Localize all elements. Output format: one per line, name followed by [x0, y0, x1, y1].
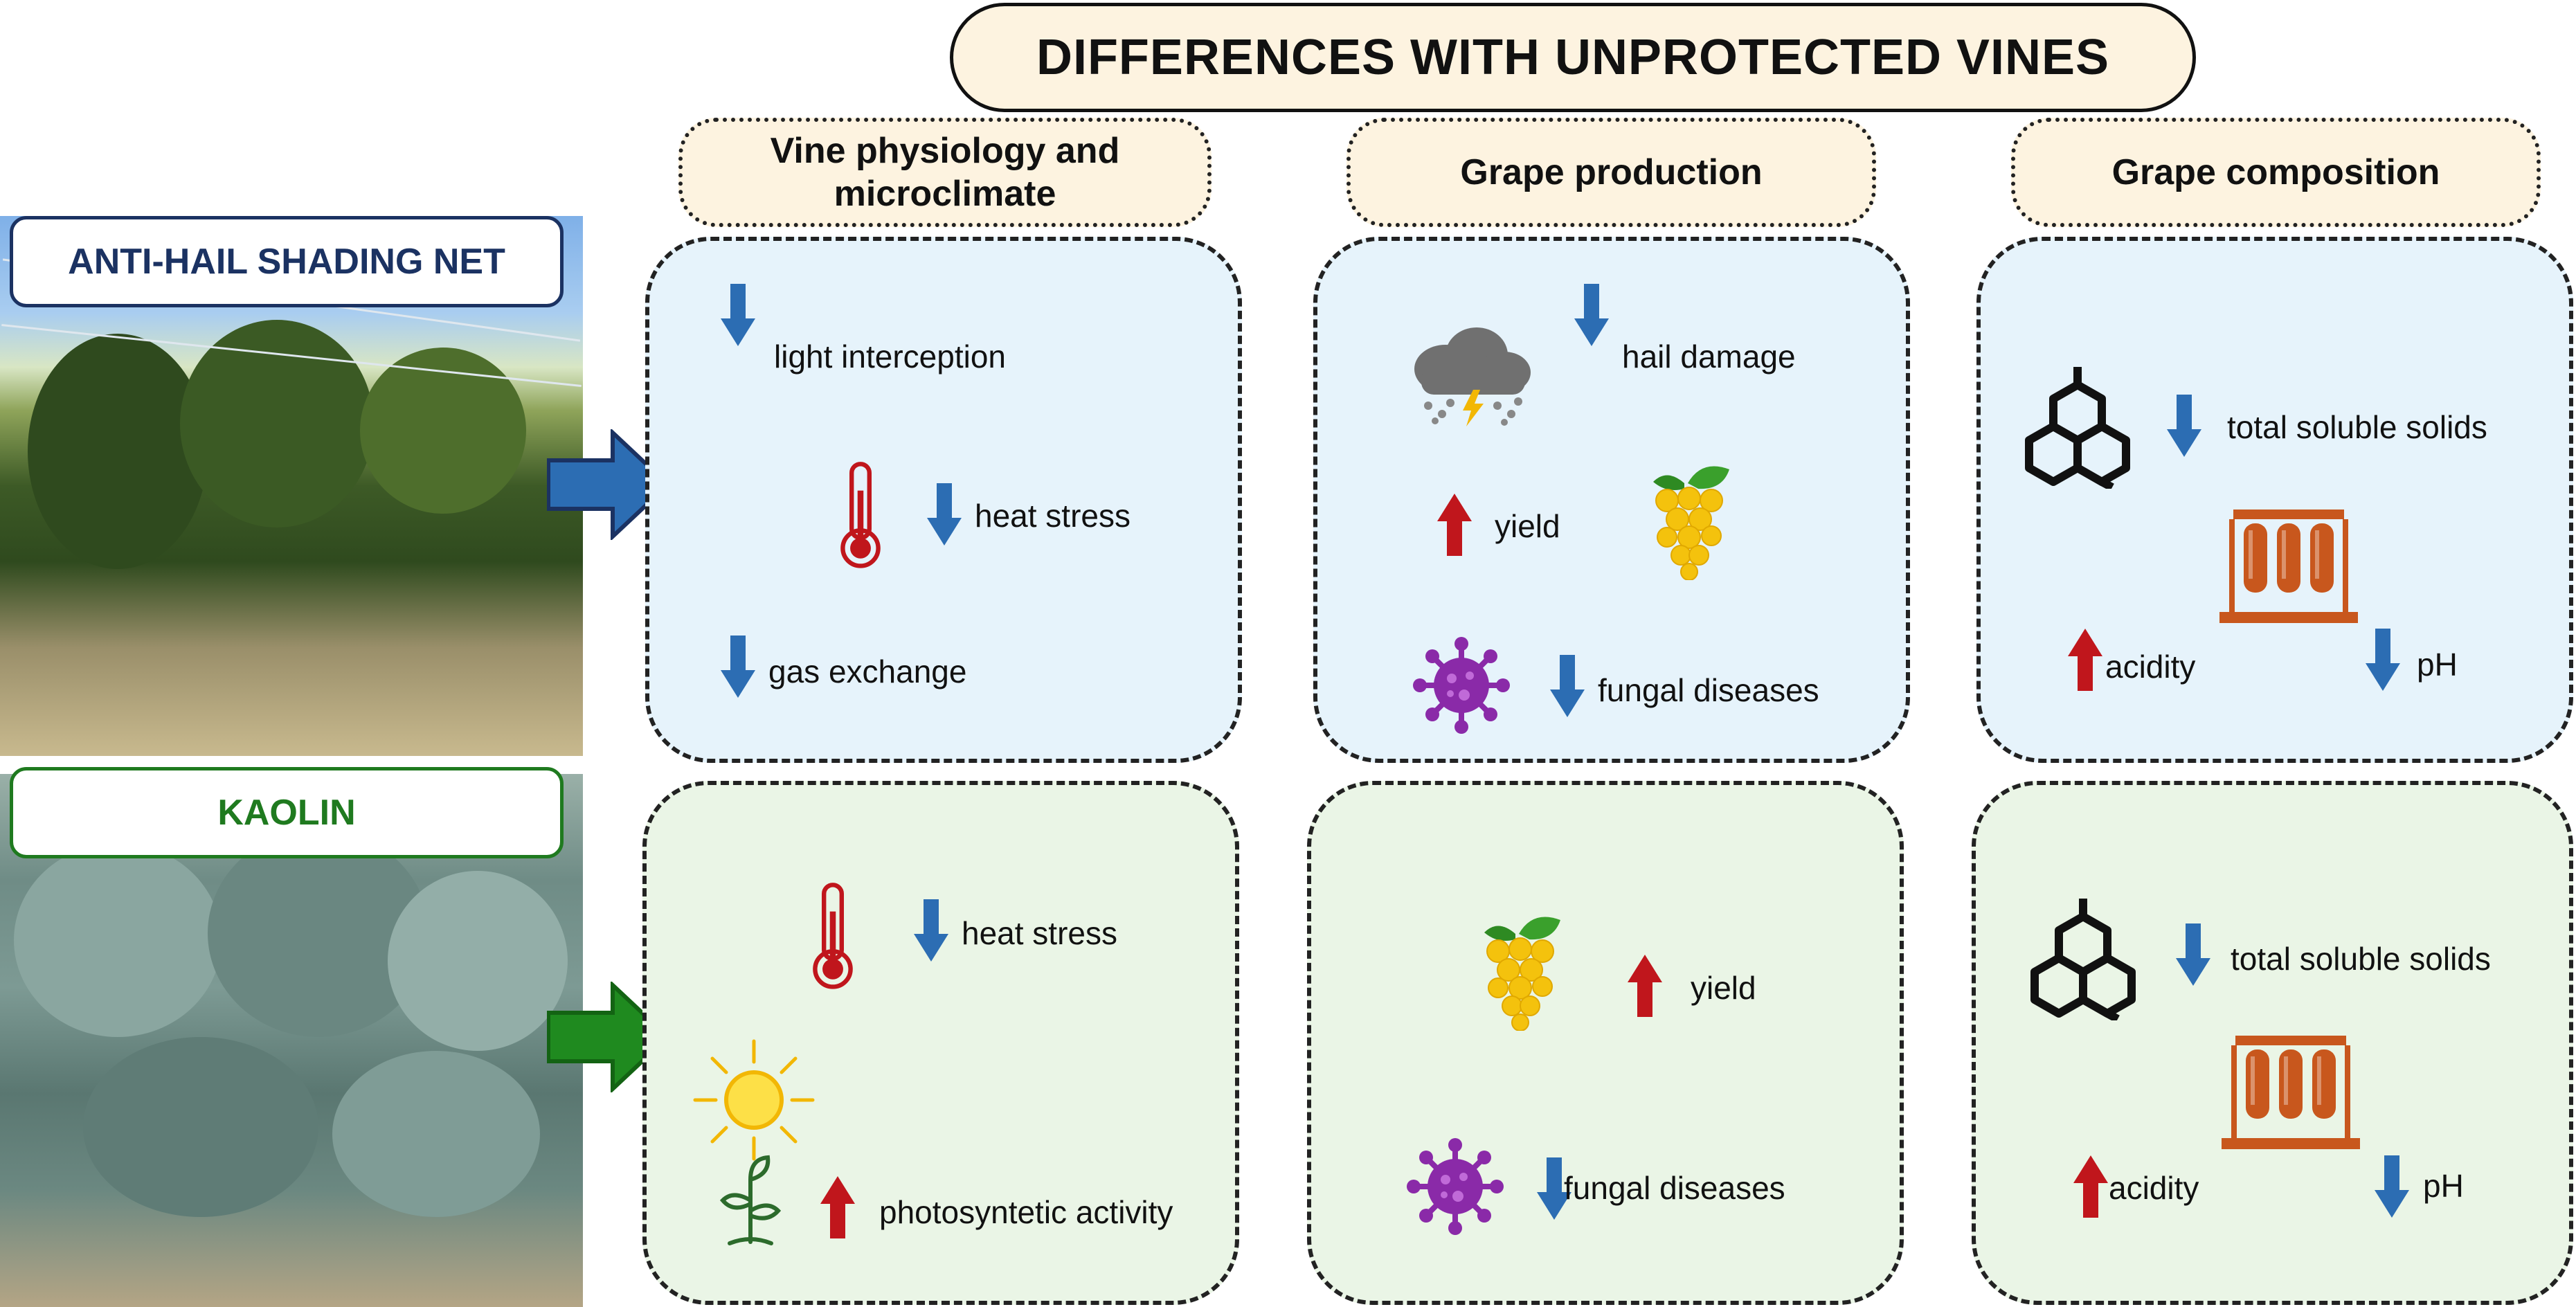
treatment-label-net: ANTI-HAIL SHADING NET	[10, 216, 564, 307]
kaolin-composition-item-1: total soluble solids	[2231, 941, 2491, 977]
column-header-physiology: Vine physiology and microclimate	[678, 118, 1212, 227]
net-physiology-item-3: gas exchange	[768, 654, 967, 689]
up-arrow-icon	[1627, 955, 1663, 1017]
net-composition-item-1: total soluble solids	[2227, 409, 2487, 445]
down-arrow-icon	[2374, 1155, 2410, 1218]
kaolin-physiology-item-1: heat stress	[962, 915, 1117, 951]
net-connector-arrow	[547, 429, 672, 540]
down-arrow-icon	[2365, 629, 2401, 691]
kaolin-production-item-1: yield	[1691, 970, 1756, 1006]
down-arrow-icon	[2166, 395, 2202, 457]
seedling-icon	[709, 1152, 792, 1249]
net-production-item-2: yield	[1495, 508, 1560, 544]
virus-icon	[1407, 1138, 1504, 1235]
kaolin-composition-item-3: pH	[2423, 1168, 2464, 1204]
kaolin-physiology-panel: heat stress photosyntetic activity	[642, 781, 1239, 1305]
treatment-label-kaolin: KAOLIN	[10, 767, 564, 858]
down-arrow-icon	[926, 483, 962, 546]
down-arrow-icon	[913, 899, 949, 962]
net-composition-item-3: pH	[2417, 647, 2458, 683]
test-tubes-icon	[2222, 1036, 2360, 1153]
molecule-icon	[2022, 364, 2133, 489]
up-arrow-icon	[2067, 629, 2103, 691]
virus-icon	[1413, 637, 1510, 734]
grape-icon	[1646, 462, 1736, 580]
net-physiology-item-2: heat stress	[975, 498, 1131, 534]
test-tubes-icon	[2219, 510, 2358, 627]
net-composition-panel: total soluble solids acidity pH	[1976, 237, 2573, 763]
down-arrow-icon	[1549, 655, 1585, 717]
thermometer-icon	[809, 882, 857, 993]
kaolin-connector-arrow	[547, 982, 672, 1092]
sun-icon	[692, 1038, 816, 1162]
up-arrow-icon	[2073, 1155, 2109, 1218]
net-production-panel: hail damage yield fungal diseases	[1313, 237, 1910, 763]
grape-icon	[1477, 913, 1567, 1031]
down-arrow-icon	[720, 284, 756, 346]
thermometer-icon	[836, 461, 885, 572]
column-header-composition: Grape composition	[2011, 118, 2541, 227]
column-header-production: Grape production	[1346, 118, 1876, 227]
kaolin-composition-panel: total soluble solids acidity pH	[1972, 781, 2573, 1305]
kaolin-composition-item-2: acidity	[2109, 1170, 2199, 1206]
net-production-item-1: hail damage	[1622, 339, 1796, 375]
down-arrow-icon	[2175, 923, 2211, 986]
kaolin-production-item-2: fungal diseases	[1564, 1170, 1785, 1206]
down-arrow-icon	[720, 636, 756, 698]
kaolin-production-panel: yield fungal diseases	[1307, 781, 1904, 1305]
vineyard-kaolin-photo	[0, 774, 583, 1307]
down-arrow-icon	[1574, 284, 1610, 346]
net-production-item-3: fungal diseases	[1598, 672, 1819, 708]
kaolin-physiology-item-2: photosyntetic activity	[879, 1194, 1173, 1230]
diagram-title: DIFFERENCES WITH UNPROTECTED VINES	[950, 3, 2196, 112]
up-arrow-icon	[820, 1176, 856, 1238]
up-arrow-icon	[1436, 494, 1472, 556]
net-physiology-item-1: light interception	[774, 339, 1006, 375]
net-physiology-panel: light interception heat stress gas excha…	[645, 237, 1242, 763]
net-composition-item-2: acidity	[2105, 649, 2196, 685]
storm-cloud-icon	[1407, 324, 1532, 428]
molecule-icon	[2028, 896, 2138, 1020]
